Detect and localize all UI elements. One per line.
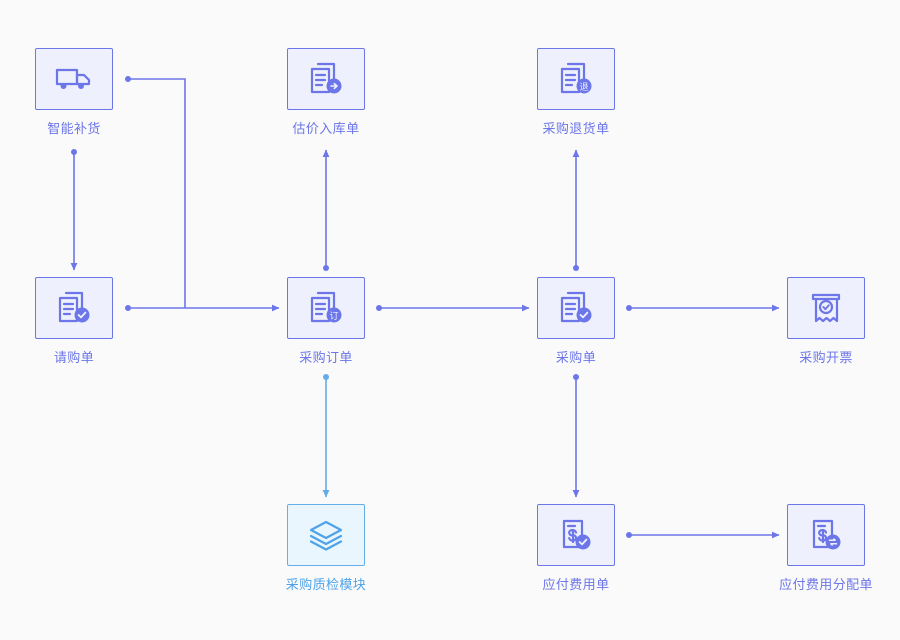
document-check-icon	[55, 290, 93, 326]
layers-icon	[306, 518, 346, 552]
node-purchase-return[interactable]: 退 采购退货单	[537, 48, 615, 137]
node-label-payable-expense: 应付费用单	[542, 577, 610, 592]
node-box-purchase-receipt[interactable]	[537, 277, 615, 339]
money-doc-check-icon	[558, 517, 594, 553]
invoice-check-icon	[808, 291, 844, 325]
node-box-quality-inspection[interactable]	[287, 504, 365, 566]
money-doc-allocate-icon	[808, 517, 844, 553]
node-box-purchase-return[interactable]: 退	[537, 48, 615, 110]
node-box-purchase-invoice[interactable]	[787, 277, 865, 339]
node-label-estimated-receipt: 估价入库单	[292, 121, 360, 136]
node-label-purchase-return: 采购退货单	[542, 121, 610, 136]
document-arrow-icon	[307, 61, 345, 97]
edge-purchase-order-to-estimated-receipt	[322, 149, 330, 271]
edge-purchase-order-to-quality-inspection	[322, 374, 330, 498]
node-box-payable-allocation[interactable]	[787, 504, 865, 566]
node-estimated-receipt[interactable]: 估价入库单	[287, 48, 365, 137]
node-label-quality-inspection: 采购质检模块	[285, 577, 367, 592]
node-purchase-order[interactable]: 订 采购订单	[287, 277, 365, 366]
edge-payable-expense-to-payable-allocation	[626, 531, 780, 539]
edge-smart-replenishment-to-purchase-order	[125, 76, 186, 308]
document-return-icon: 退	[557, 61, 595, 97]
node-box-requisition[interactable]	[35, 277, 113, 339]
node-label-payable-allocation: 应付费用分配单	[779, 577, 873, 592]
node-requisition[interactable]: 请购单	[35, 277, 113, 366]
node-payable-allocation[interactable]: 应付费用分配单	[779, 504, 873, 593]
node-purchase-invoice[interactable]: 采购开票	[787, 277, 865, 366]
node-label-purchase-order: 采购订单	[299, 350, 353, 365]
edge-purchase-receipt-to-purchase-invoice	[626, 304, 780, 312]
node-box-smart-replenishment[interactable]	[35, 48, 113, 110]
node-box-purchase-order[interactable]: 订	[287, 277, 365, 339]
edge-purchase-receipt-to-payable-expense	[572, 374, 580, 498]
edge-requisition-to-purchase-order	[125, 304, 280, 312]
svg-text:退: 退	[579, 82, 588, 93]
document-check-icon	[557, 290, 595, 326]
svg-text:订: 订	[329, 311, 338, 322]
node-label-purchase-invoice: 采购开票	[799, 350, 853, 365]
node-label-purchase-receipt: 采购单	[555, 350, 597, 365]
edge-purchase-order-to-purchase-receipt	[376, 304, 530, 312]
node-purchase-receipt[interactable]: 采购单	[537, 277, 615, 366]
document-order-icon: 订	[307, 290, 345, 326]
node-label-requisition: 请购单	[53, 350, 95, 365]
node-quality-inspection[interactable]: 采购质检模块	[285, 504, 367, 593]
node-smart-replenishment[interactable]: 智能补货	[35, 48, 113, 137]
node-label-smart-replenishment: 智能补货	[47, 121, 101, 136]
node-box-payable-expense[interactable]	[537, 504, 615, 566]
edge-purchase-receipt-to-purchase-return	[572, 149, 580, 271]
node-payable-expense[interactable]: 应付费用单	[537, 504, 615, 593]
edge-smart-replenishment-to-requisition	[70, 149, 78, 271]
truck-icon	[54, 63, 94, 95]
node-box-estimated-receipt[interactable]	[287, 48, 365, 110]
